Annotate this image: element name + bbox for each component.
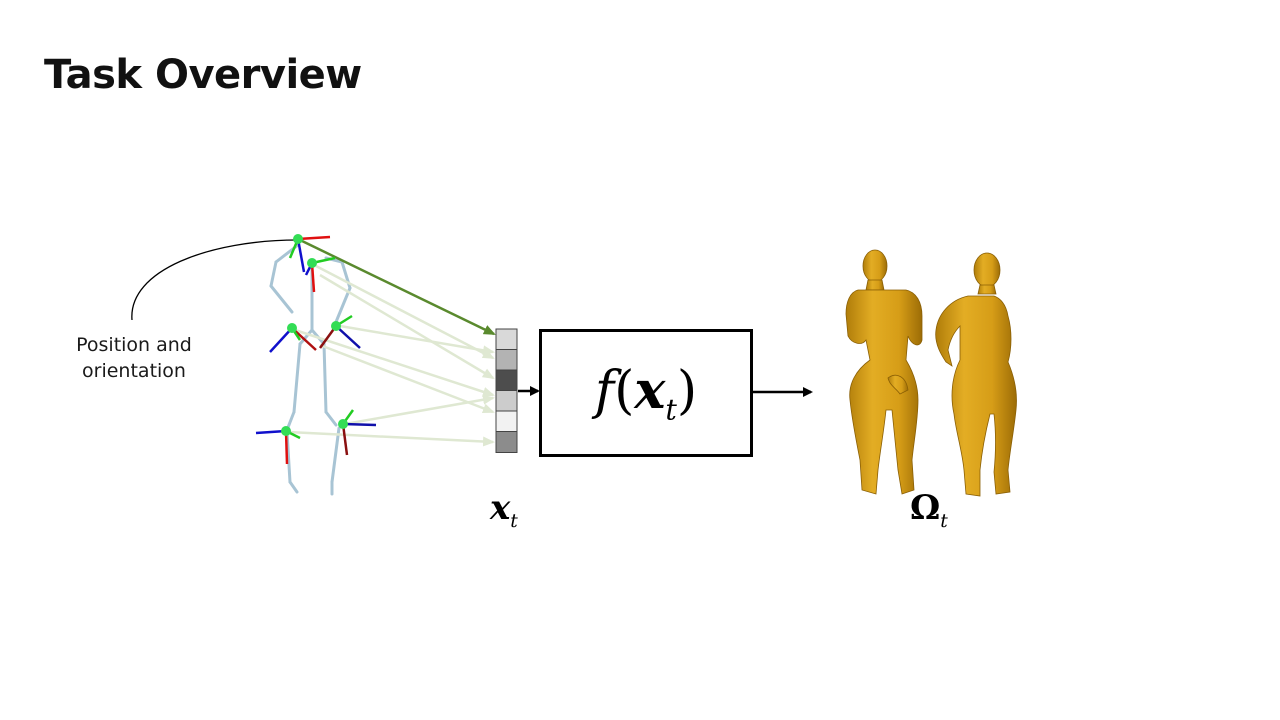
- input-symbol: x: [490, 488, 511, 528]
- feature-cell: [495, 369, 518, 391]
- annotation-line-1: Position and: [76, 334, 192, 356]
- feature-cell: [495, 328, 518, 350]
- function-arg-sub: t: [665, 392, 677, 427]
- head-joint-frame: [288, 234, 331, 273]
- faded-feature-arrows: [287, 264, 495, 447]
- left-wrist-joint-frame: [269, 323, 317, 353]
- feature-cell: [495, 431, 518, 453]
- function-box: f(xt): [539, 329, 753, 457]
- sparse-skeleton: [269, 243, 352, 496]
- highlight-arrow: [299, 238, 496, 336]
- close-paren: ): [676, 361, 698, 421]
- left-knee-joint-frame: [255, 426, 301, 465]
- neck-joint-frame: [304, 256, 336, 293]
- feature-cell: [495, 410, 518, 432]
- output-mesh-label: Ωt: [910, 488, 948, 532]
- input-vector-label: xt: [490, 488, 518, 532]
- body-mesh-front-view: [935, 252, 1017, 497]
- annotation-label: Position and orientation: [62, 332, 206, 384]
- output-symbol: Ω: [910, 488, 941, 528]
- right-wrist-joint-frame: [318, 314, 361, 349]
- function-symbol: f: [594, 361, 615, 421]
- output-subscript: t: [940, 510, 948, 532]
- right-knee-joint-frame: [338, 409, 377, 456]
- feature-cell: [495, 349, 518, 371]
- feature-cell: [495, 390, 518, 412]
- function-arg: x: [634, 360, 666, 421]
- annotation-line-2: orientation: [82, 360, 186, 382]
- feature-vector: [495, 328, 518, 453]
- open-paren: (: [614, 361, 635, 421]
- annotation-curve: [131, 239, 299, 321]
- function-expression: f(xt): [542, 360, 750, 426]
- slide-title: Task Overview: [44, 52, 362, 98]
- body-mesh-back-view: [845, 249, 923, 495]
- input-subscript: t: [510, 510, 518, 532]
